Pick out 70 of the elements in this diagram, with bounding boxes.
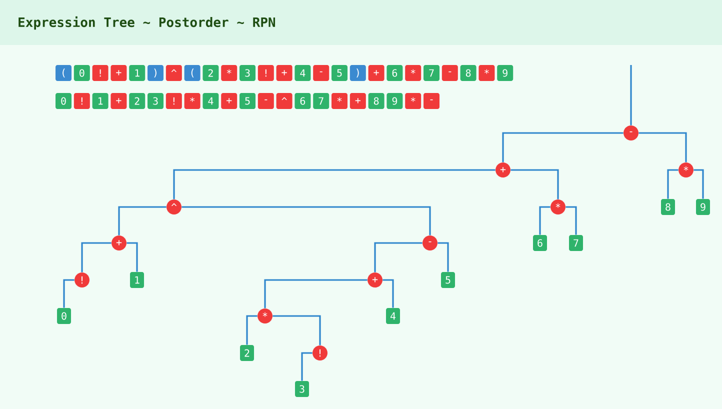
- tree-branch: [118, 206, 166, 236]
- operand-box: 9: [696, 199, 710, 215]
- token-box: 7: [424, 65, 440, 81]
- tree-branch: [301, 352, 312, 381]
- tree-branch: [246, 315, 258, 345]
- token-box: 6: [386, 65, 403, 81]
- tree-branch: [438, 242, 449, 272]
- token-box: 7: [313, 93, 330, 109]
- token-box: 9: [386, 93, 403, 109]
- token-box: -: [424, 93, 440, 109]
- token-box: *: [221, 65, 238, 81]
- token-box: +: [368, 65, 384, 81]
- token-box: 3: [240, 65, 256, 81]
- tree-branch: [63, 279, 74, 308]
- token-box: *: [405, 65, 422, 81]
- tree-branch: [566, 206, 577, 235]
- operand-box: 1: [130, 272, 144, 288]
- token-box: -: [313, 65, 330, 81]
- token-box: *: [405, 93, 422, 109]
- tree-branch: [126, 242, 138, 272]
- tree-branch: [667, 169, 678, 199]
- operand-box: 2: [240, 345, 254, 361]
- token-box: *: [478, 65, 495, 81]
- token-box: 6: [294, 93, 311, 109]
- token-box: +: [110, 65, 127, 81]
- token-box: 4: [294, 65, 311, 81]
- token-box: ): [350, 65, 366, 81]
- tree-branch: [264, 279, 368, 308]
- token-box: ^: [166, 65, 182, 81]
- token-box: !: [258, 65, 274, 81]
- token-box: 5: [332, 65, 348, 81]
- token-box: 2: [202, 65, 219, 81]
- operand-box: 8: [661, 199, 675, 215]
- token-box: 5: [240, 93, 256, 109]
- tree-branch: [638, 132, 687, 162]
- token-box: !: [92, 65, 108, 81]
- token-box: 0: [56, 93, 72, 109]
- token-box: *: [332, 93, 348, 109]
- tree-branch: [382, 279, 394, 308]
- token-box: +: [110, 93, 127, 109]
- token-box: 8: [460, 65, 476, 81]
- tree-branch: [694, 169, 704, 199]
- operand-box: 5: [441, 272, 455, 288]
- tree-branch: [173, 169, 496, 200]
- token-box: 4: [202, 93, 219, 109]
- token-box: (: [184, 65, 200, 81]
- tree-branch: [630, 65, 632, 126]
- tree-branch: [182, 206, 431, 236]
- tree-branch: [374, 242, 422, 272]
- title: Expression Tree ~ Postorder ~ RPN: [18, 16, 276, 30]
- token-box: +: [276, 65, 292, 81]
- operand-box: 7: [569, 235, 583, 251]
- token-box: ): [148, 65, 164, 81]
- operand-box: 6: [533, 235, 547, 251]
- token-box: 2: [129, 93, 146, 109]
- token-box: 3: [148, 93, 164, 109]
- tree-branch: [539, 206, 550, 235]
- tree-branch: [510, 169, 559, 200]
- token-box: (: [56, 65, 72, 81]
- token-box: 1: [129, 65, 146, 81]
- token-box: 0: [74, 65, 90, 81]
- token-box: -: [442, 65, 458, 81]
- tree-branch: [502, 132, 624, 162]
- operand-box: 0: [57, 308, 71, 324]
- tree-branch: [272, 315, 321, 346]
- token-box: +: [221, 93, 238, 109]
- operand-box: 4: [386, 308, 400, 324]
- operand-box: 3: [295, 381, 309, 397]
- token-box: 9: [497, 65, 514, 81]
- tree-branch: [81, 242, 112, 272]
